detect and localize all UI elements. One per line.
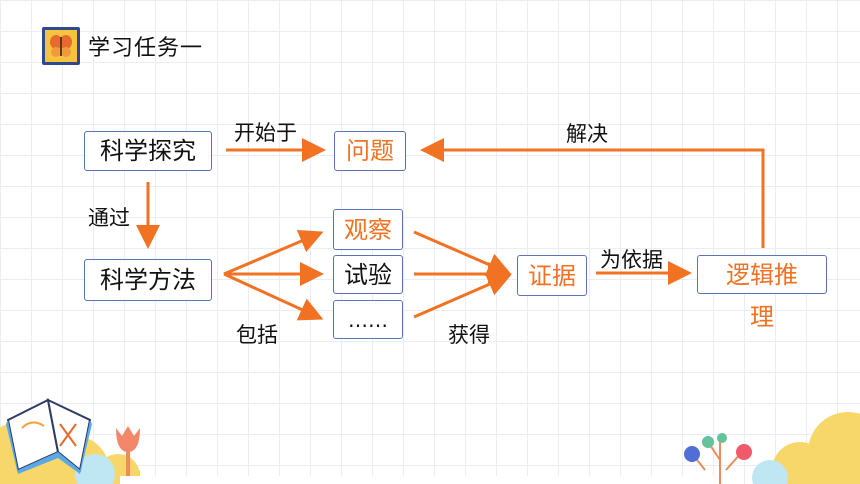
edge-label-starts-with: 开始于 (234, 121, 297, 145)
edge-label-through: 通过 (88, 206, 130, 230)
node-question: 问题 (334, 131, 406, 171)
node-scientific-method: 科学方法 (84, 259, 212, 301)
node-scientific-inquiry: 科学探究 (84, 131, 212, 171)
edge-label-solve: 解决 (566, 122, 608, 146)
node-evidence: 证据 (517, 255, 587, 296)
node-ellipsis: …… (333, 300, 403, 339)
ground-strip (120, 476, 740, 484)
edge-label-as-basis: 为依据 (600, 248, 663, 272)
butterfly-icon (42, 27, 80, 65)
edge-label-includes: 包括 (236, 323, 278, 347)
page-header: 学习任务一 (42, 27, 203, 65)
arrow-method-to-ellipsis (223, 272, 324, 321)
node-observation: 观察 (333, 209, 403, 250)
page-title: 学习任务一 (88, 36, 204, 61)
node-logical-reasoning: 逻辑推 (697, 255, 827, 294)
node-experiment: 试验 (333, 255, 403, 294)
arrow-reasoning-to-question (420, 138, 765, 248)
node-logical-reasoning-overflow: 理 (750, 303, 774, 331)
flower-icon (116, 426, 140, 484)
balloons-decoration (684, 433, 752, 484)
edge-label-obtain: 获得 (448, 323, 490, 347)
arrow-ellipsis-to-evidence (413, 273, 512, 319)
book-icon (6, 398, 92, 474)
arrow-method-to-observation (223, 230, 324, 276)
